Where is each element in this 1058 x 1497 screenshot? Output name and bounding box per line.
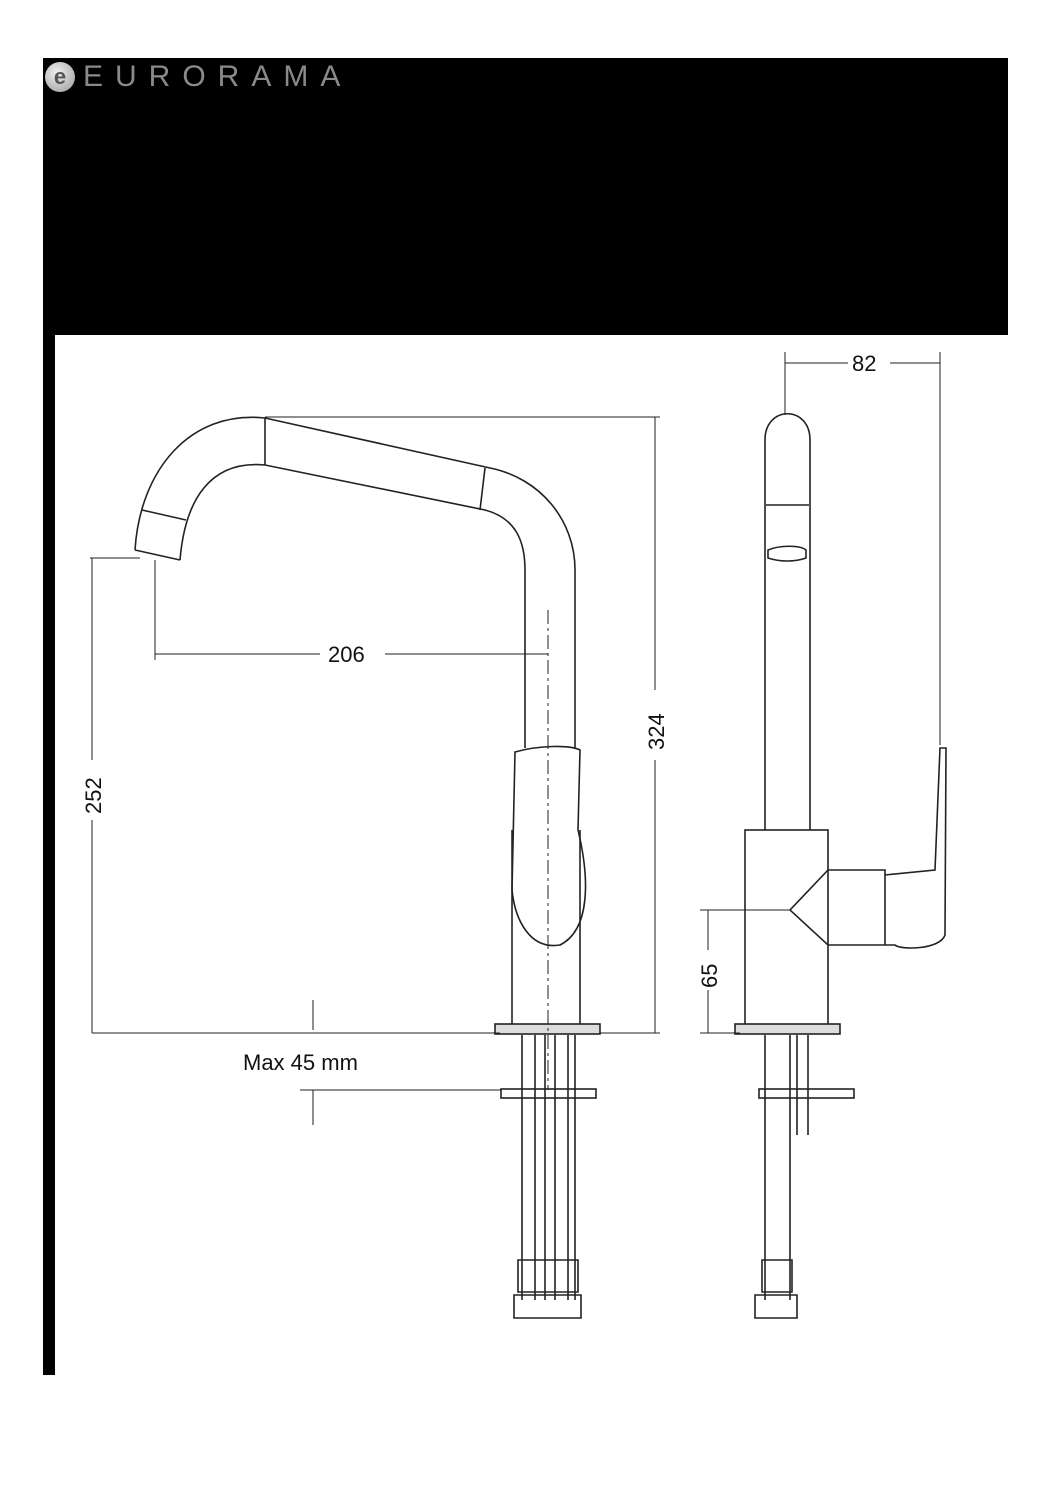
side-mounting-plate	[758, 1088, 855, 1099]
spout-outline	[134, 416, 576, 748]
handle	[511, 745, 587, 947]
dim-total-height: 324	[644, 713, 669, 750]
mounting-plate	[500, 1088, 597, 1099]
side-spout-tip	[766, 504, 809, 562]
side-view	[734, 413, 947, 1319]
hose-nuts	[513, 1259, 582, 1319]
brand-logo: e EURORAMA	[45, 60, 352, 94]
body	[511, 830, 581, 1025]
side-hoses	[764, 1035, 809, 1300]
dim-max-thickness: Max 45 mm	[243, 1050, 358, 1075]
side-spout	[764, 413, 811, 830]
brand-mark-icon: e	[45, 62, 75, 92]
front-view	[134, 416, 601, 1319]
dim-spout-height: 252	[81, 777, 106, 814]
dim-spout-reach: 206	[328, 642, 365, 667]
brand-name: EURORAMA	[83, 60, 353, 93]
side-handle	[788, 747, 947, 949]
dim-handle-height: 65	[697, 964, 722, 988]
header-band	[43, 58, 1008, 335]
dimension-lines	[90, 352, 941, 1125]
hoses	[521, 1035, 576, 1300]
spout-tip	[134, 418, 486, 561]
left-border-bar	[43, 335, 55, 1375]
side-base-plate	[734, 1023, 841, 1035]
side-hose-nuts	[754, 1259, 798, 1319]
dim-width-side: 82	[852, 351, 876, 376]
side-body	[744, 829, 829, 1026]
